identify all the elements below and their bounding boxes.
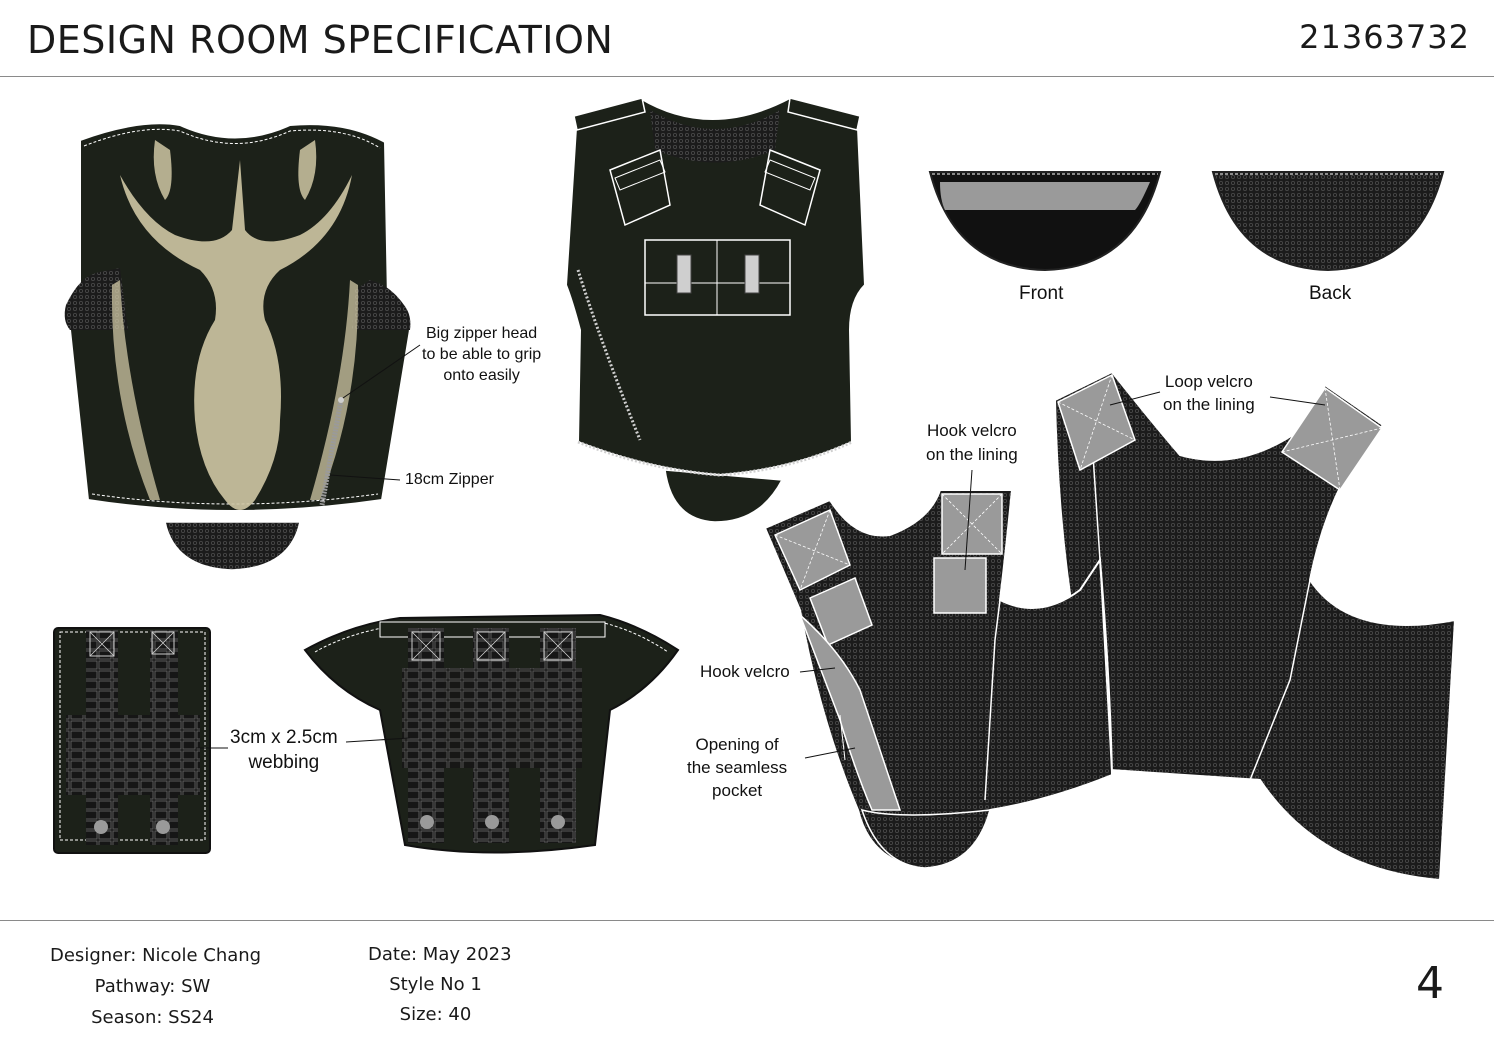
header-divider — [0, 76, 1494, 77]
callout-zipper-head: Big zipper head to be able to grip onto … — [422, 325, 542, 384]
callout-loop-velcro: Loop velcro on the lining — [1163, 372, 1255, 414]
student-id: 21363732 — [1299, 18, 1470, 56]
style-number: Style No 1 — [389, 974, 482, 995]
size: Size: 40 — [399, 1004, 472, 1025]
collar-back-flat — [1211, 171, 1445, 272]
pathway: Pathway: SW — [94, 976, 211, 997]
callout-webbing: 3cm x 2.5cm webbing — [230, 727, 338, 773]
pocket-narrow-flat — [53, 627, 228, 854]
vest-lining-flat — [763, 370, 1457, 882]
callout-hook-velcro: Hook velcro — [700, 662, 790, 681]
vest-print-front — [64, 122, 421, 571]
page-number: 4 — [1416, 958, 1444, 1009]
date: Date: May 2023 — [368, 944, 512, 965]
season: Season: SS24 — [91, 1007, 214, 1028]
label-front: Front — [1019, 283, 1064, 304]
page-title: DESIGN ROOM SPECIFICATION — [27, 18, 614, 62]
designer-name: Designer: Nicole Chang — [50, 945, 262, 966]
footer-divider — [0, 920, 1494, 921]
callout-pocket-opening: Opening of the seamless pocket — [687, 735, 788, 800]
vest-tactical-front — [564, 96, 867, 523]
pocket-wide-flat — [303, 613, 680, 854]
collar-front-flat — [928, 171, 1162, 272]
footer-designer-block: Designer: Nicole Chang Pathway: SW Seaso… — [50, 940, 262, 1033]
footer-style-block: Date: May 2023 Style No 1 Size: 40 — [368, 940, 512, 1030]
callout-hook-velcro-lining: Hook velcro on the lining — [926, 421, 1018, 464]
callout-zipper: 18cm Zipper — [405, 471, 494, 488]
label-back: Back — [1309, 283, 1352, 304]
